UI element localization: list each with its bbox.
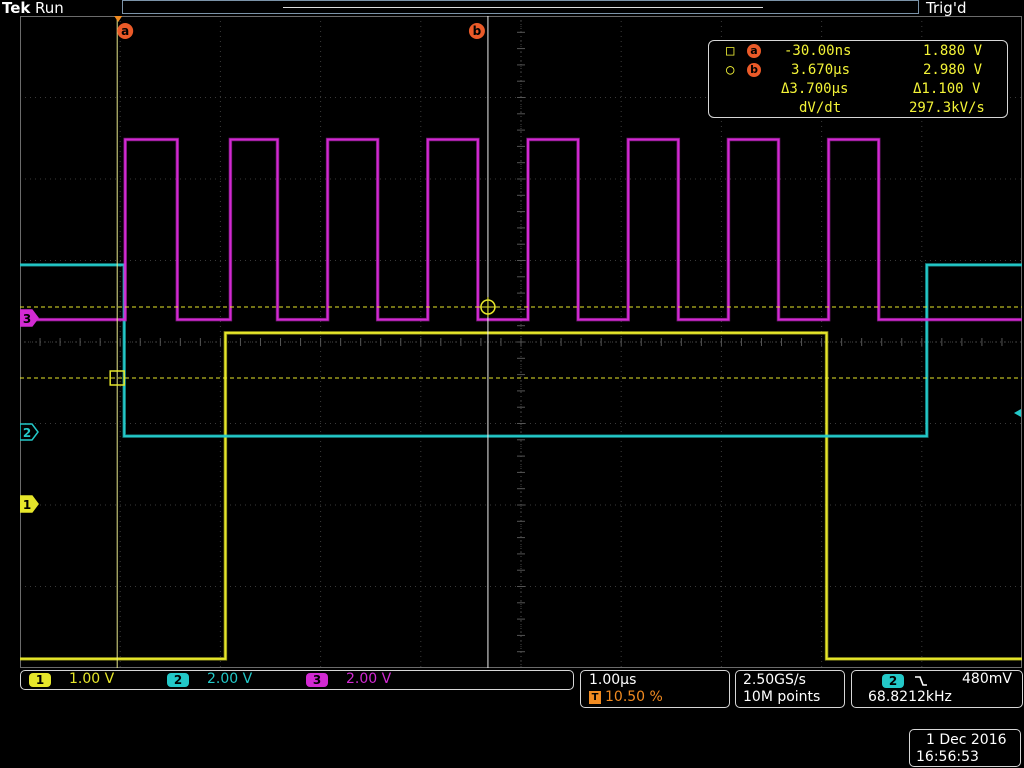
channel-2-badge[interactable]: 2: [167, 673, 189, 687]
date-label: 1 Dec 2016: [926, 732, 1007, 748]
cursor-delta-volt: Δ1.100 V: [913, 81, 981, 97]
cursor-a-time: -30.00ns: [784, 43, 852, 59]
channel-1-badge[interactable]: 1: [29, 673, 51, 687]
acquisition-panel[interactable]: 2.50GS/s 10M points: [735, 670, 845, 708]
channel-2-ground-label: 2: [23, 426, 31, 440]
cursor-delta-time: Δ3.700µs: [781, 81, 849, 97]
trace-ch1: [20, 331, 1022, 660]
cursor-b-badge: b: [747, 63, 761, 77]
traces: [20, 137, 1022, 661]
trigger-panel[interactable]: 2 480mV 68.8212kHz: [851, 670, 1023, 708]
channel-3-scale[interactable]: 2.00 V: [346, 671, 392, 687]
channel-3-ground-label: 3: [23, 312, 31, 326]
rate-value: 297.3kV/s: [909, 100, 985, 116]
brand-logo: Tek: [2, 0, 31, 17]
trace-ch2-glow: [20, 263, 1022, 438]
trigger-status: Trig'd: [926, 0, 967, 17]
channel-scale-bar[interactable]: 1 1.00 V 2 2.00 V 3 2.00 V: [20, 670, 574, 690]
channel-1-scale[interactable]: 1.00 V: [69, 671, 115, 687]
cursor-a-tag: [117, 23, 134, 39]
graticule: [20, 16, 1022, 668]
trigger-position-icon: T: [589, 691, 601, 704]
trigger-time-marker: [114, 16, 123, 22]
trigger-frequency: 68.8212kHz: [868, 689, 952, 705]
channel-2-scale[interactable]: 2.00 V: [207, 671, 253, 687]
cursor-readout: □ a -30.00ns 1.880 V ○ b 3.670µs 2.980 V…: [708, 40, 1008, 118]
record-length[interactable]: 10M points: [743, 689, 821, 705]
cursor-a-volt: 1.880 V: [923, 43, 983, 59]
cursor-a-crosshair: [109, 370, 125, 386]
record-window-line: [283, 7, 763, 8]
channel-1-ground-label: 1: [23, 498, 31, 512]
datetime-panel: 1 Dec 2016 16:56:53: [909, 729, 1021, 767]
sample-rate[interactable]: 2.50GS/s: [743, 672, 806, 688]
cursor-b-tag: [468, 23, 485, 39]
cursor-b-tag-label: b: [473, 24, 482, 38]
rate-label: dV/dt: [799, 100, 842, 116]
channel-1-ground-marker: [20, 495, 39, 513]
channel-3-ground-marker: [20, 309, 39, 327]
record-view-bar[interactable]: [122, 0, 919, 14]
timebase-panel[interactable]: 1.00µs T 10.50 %: [580, 670, 730, 708]
channel-3-badge[interactable]: 3: [306, 673, 328, 687]
trigger-level[interactable]: 480mV: [962, 671, 1012, 687]
trigger-position[interactable]: 10.50 %: [605, 689, 663, 705]
time-label: 16:56:53: [916, 749, 979, 765]
cursor-a-badge: a: [747, 44, 761, 58]
status-bar: Tek Run Trig'd: [0, 0, 1024, 17]
trace-ch2: [20, 263, 1022, 438]
square-cursor-icon: □: [726, 43, 735, 59]
cursor-b-time: 3.670µs: [791, 62, 851, 78]
cursor-a-tag-label: a: [121, 24, 129, 38]
timebase-scale[interactable]: 1.00µs: [589, 672, 637, 688]
run-status: Run: [35, 0, 64, 17]
trigger-level-arrow: [1014, 409, 1021, 417]
trace-ch3: [20, 138, 1022, 321]
circle-cursor-icon: ○: [726, 62, 735, 78]
cursor-b-volt: 2.980 V: [923, 62, 983, 78]
trigger-source-badge[interactable]: 2: [882, 674, 904, 688]
falling-edge-icon: [915, 676, 927, 686]
channel-2-ground-marker: [20, 423, 39, 441]
